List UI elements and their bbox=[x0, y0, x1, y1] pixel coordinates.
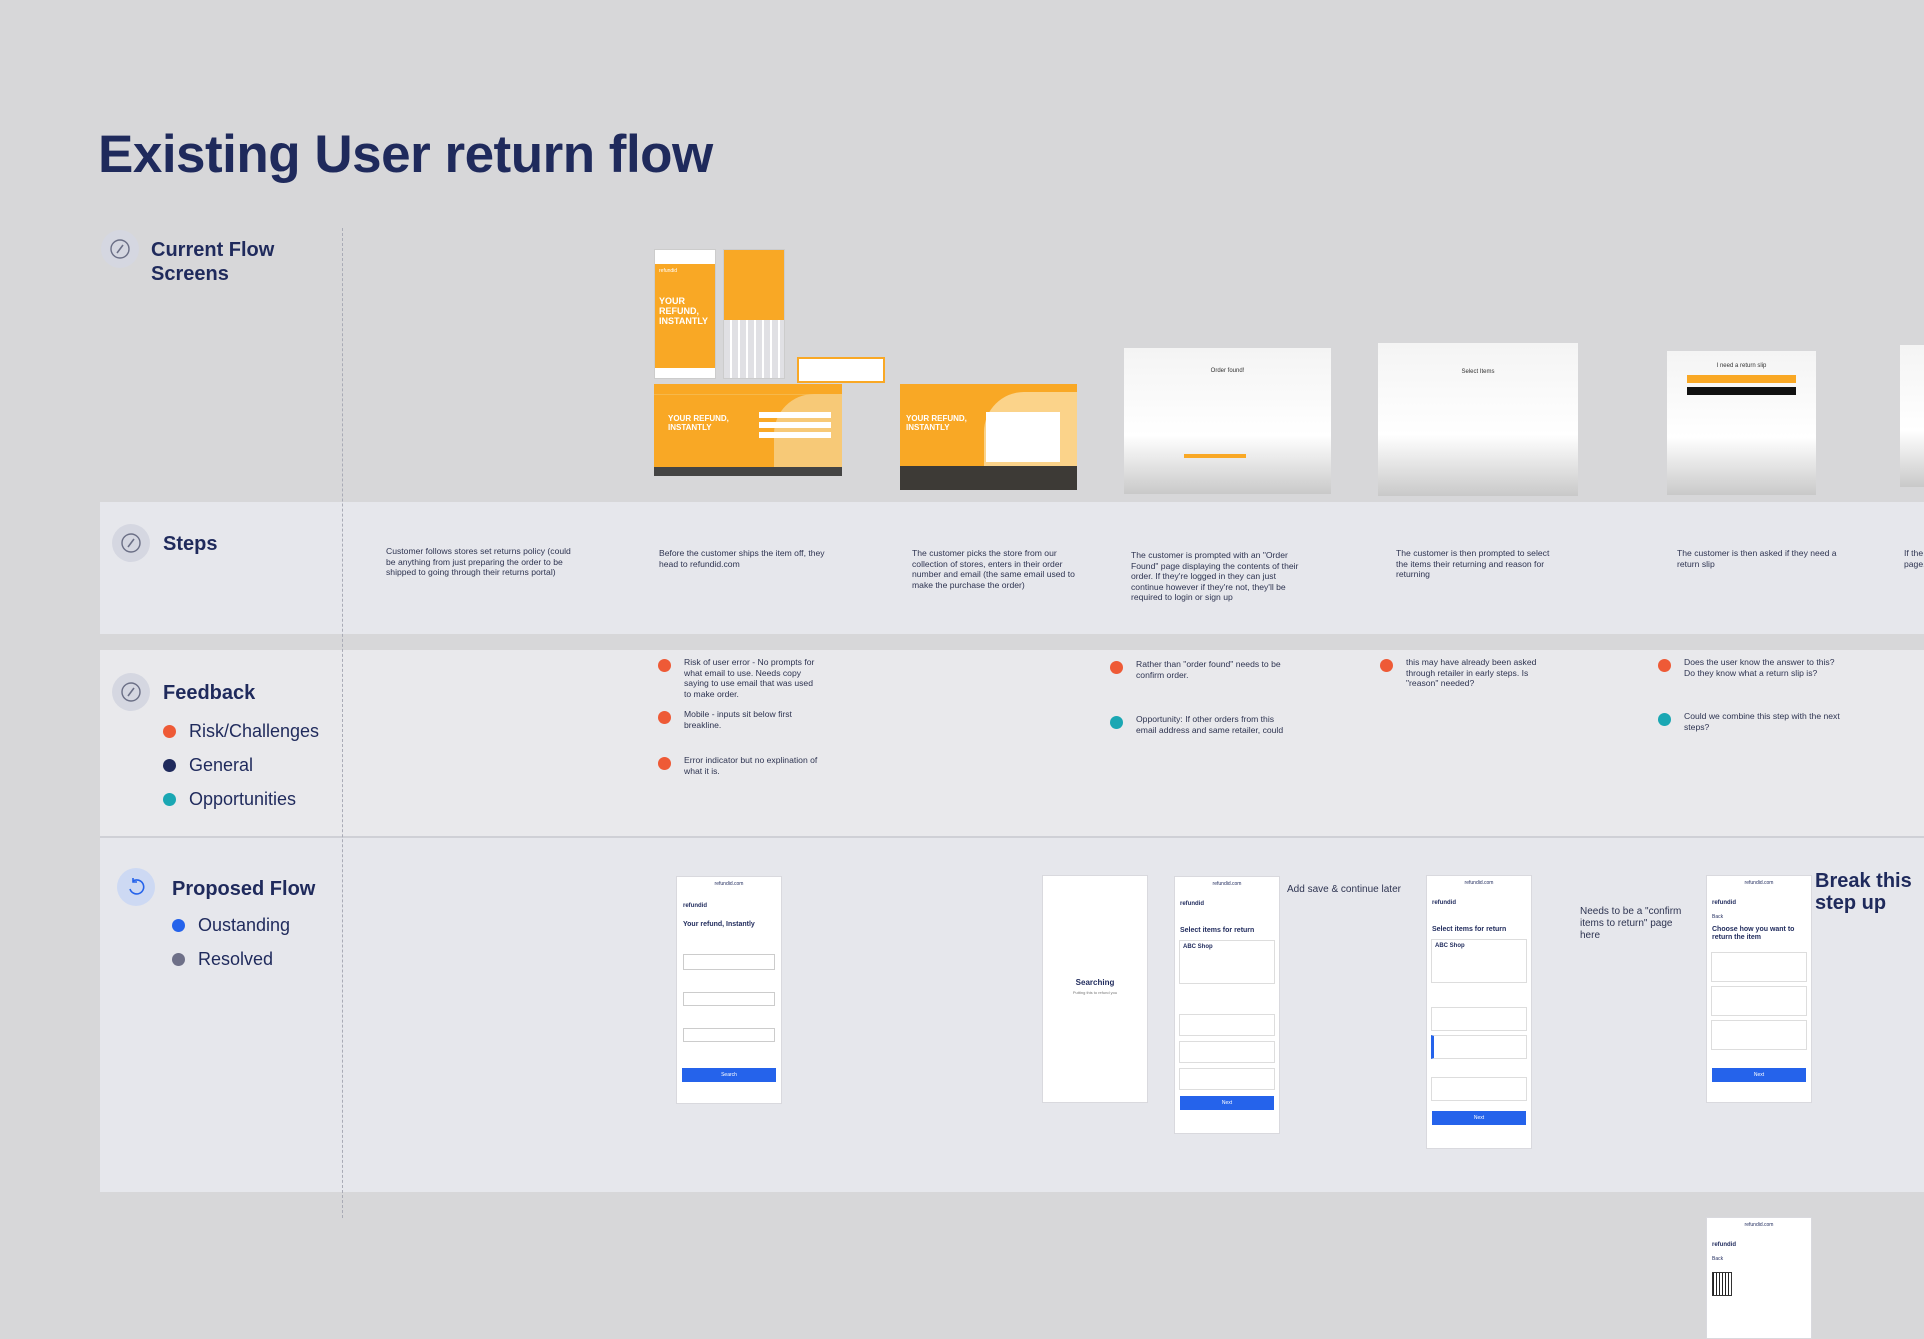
divider bbox=[100, 836, 1924, 838]
proposed-screen-select-items-2: refundid.com refundid Select items for r… bbox=[1426, 875, 1532, 1149]
edit-icon bbox=[112, 673, 150, 711]
feedback-column-1: Risk of user error - No prompts for what… bbox=[658, 657, 818, 776]
proposed-screen-search: refundid.com refundid Your refund, Insta… bbox=[676, 876, 782, 1104]
step-5-text: The customer is then prompted to select … bbox=[1396, 548, 1550, 579]
step-7-text: If the page... bbox=[1904, 548, 1924, 569]
page-title: Existing User return flow bbox=[98, 125, 713, 184]
column-divider bbox=[342, 228, 343, 1218]
proposed-screen-return-method: refundid.com refundid Back Choose how yo… bbox=[1706, 875, 1812, 1103]
edit-icon bbox=[112, 524, 150, 562]
annotation-confirm-items: Needs to be a "confirm items to return" … bbox=[1580, 906, 1682, 941]
feedback-item: Mobile - inputs sit below first breaklin… bbox=[658, 709, 818, 755]
feedback-column-2: Rather than "order found" needs to be co… bbox=[1110, 659, 1290, 735]
annotation-save-continue: Add save & continue later bbox=[1287, 884, 1401, 895]
proposed-screen-select-items: refundid.com refundid Select items for r… bbox=[1174, 876, 1280, 1134]
next-button[interactable]: Next bbox=[1180, 1096, 1274, 1110]
proposed-flow-label: Proposed Flow bbox=[172, 878, 316, 900]
screen-select-items: Select Items bbox=[1378, 343, 1578, 496]
feedback-item: Does the user know the answer to this? D… bbox=[1658, 657, 1840, 711]
step-4-text: The customer is prompted with an "Order … bbox=[1131, 550, 1299, 602]
annotation-break-up: Break this step up bbox=[1815, 870, 1912, 914]
steps-band bbox=[100, 502, 1924, 634]
feedback-item: Rather than "order found" needs to be co… bbox=[1110, 659, 1290, 714]
feedback-label: Feedback bbox=[163, 682, 256, 704]
screen-dropdown bbox=[797, 357, 885, 383]
feedback-item: Could we combine this step with the next… bbox=[1658, 711, 1840, 732]
legend-resolved: Resolved bbox=[172, 942, 290, 976]
steps-label: Steps bbox=[163, 533, 218, 555]
feedback-item: Error indicator but no explination of wh… bbox=[658, 755, 818, 776]
step-6-text: The customer is then asked if they need … bbox=[1677, 548, 1837, 569]
screen-mobile-form bbox=[723, 249, 785, 379]
feedback-column-3: this may have already been asked through… bbox=[1380, 657, 1540, 689]
refresh-icon bbox=[117, 868, 155, 906]
feedback-legend: Risk/Challenges General Opportunities bbox=[163, 714, 319, 816]
proposed-screen-return-slip: refundid.com refundid Back bbox=[1706, 1217, 1812, 1339]
proposed-band bbox=[100, 838, 1924, 1192]
screen-mobile-home: refundid YOUR REFUND, INSTANTLY bbox=[654, 249, 716, 379]
proposed-legend: Oustanding Resolved bbox=[172, 908, 290, 976]
screen-order-found: Order found! bbox=[1124, 348, 1331, 494]
proposed-screen-searching: Searching Putting this to refund you bbox=[1042, 875, 1148, 1103]
legend-risk: Risk/Challenges bbox=[163, 714, 319, 748]
feedback-item: this may have already been asked through… bbox=[1380, 657, 1540, 689]
feedback-column-4: Does the user know the answer to this? D… bbox=[1658, 657, 1840, 732]
legend-general: General bbox=[163, 748, 319, 782]
step-2-text: Before the customer ships the item off, … bbox=[659, 548, 825, 569]
edit-icon bbox=[101, 230, 139, 268]
current-flow-label: Current Flow Screens bbox=[151, 239, 275, 285]
next-button[interactable]: Next bbox=[1432, 1111, 1526, 1125]
screen-desktop-store-picker: YOUR REFUND, INSTANTLY bbox=[900, 384, 1077, 490]
screen-next-partial bbox=[1900, 345, 1924, 487]
legend-outstanding: Oustanding bbox=[172, 908, 290, 942]
step-3-text: The customer picks the store from our co… bbox=[912, 548, 1075, 590]
legend-opportunities: Opportunities bbox=[163, 782, 319, 816]
search-button[interactable]: Search bbox=[682, 1068, 776, 1082]
feedback-item: Risk of user error - No prompts for what… bbox=[658, 657, 818, 709]
step-1-text: Customer follows stores set returns poli… bbox=[386, 546, 571, 577]
feedback-band bbox=[100, 650, 1924, 836]
next-button[interactable]: Next bbox=[1712, 1068, 1806, 1082]
screen-return-slip: I need a return slip bbox=[1667, 351, 1816, 495]
feedback-item: Opportunity: If other orders from this e… bbox=[1110, 714, 1290, 735]
screen-desktop-home: YOUR REFUND, INSTANTLY bbox=[654, 384, 842, 476]
